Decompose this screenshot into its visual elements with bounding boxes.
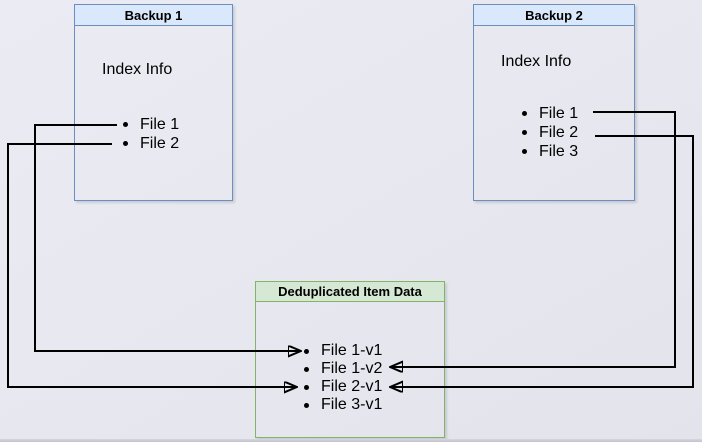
list-item: File 3-v1	[304, 396, 382, 414]
file-label: File 2-v1	[321, 378, 383, 395]
bullet-icon	[522, 149, 527, 154]
list-item: File 2	[123, 134, 179, 153]
list-item: File 1	[522, 104, 578, 123]
dedup-file-list: File 1-v1 File 1-v2 File 2-v1 File 3-v1	[304, 342, 382, 414]
file-label: File 1-v1	[321, 342, 383, 359]
backup2-box: Backup 2 Index Info File 1 File 2 File 3	[473, 4, 635, 201]
backup1-title: Backup 1	[75, 5, 232, 26]
list-item: File 2	[522, 123, 578, 142]
list-item: File 3	[522, 142, 578, 161]
bullet-icon	[304, 402, 309, 408]
backup2-title: Backup 2	[474, 5, 634, 26]
dedup-title: Deduplicated Item Data	[256, 282, 444, 302]
bullet-icon	[522, 130, 527, 135]
file-label: File 1	[539, 104, 579, 122]
deduplicated-item-data-box: Deduplicated Item Data File 1-v1 File 1-…	[255, 281, 445, 438]
window-bottom-edge	[0, 439, 702, 442]
file-label: File 1-v2	[321, 360, 383, 377]
list-item: File 1-v2	[304, 360, 382, 378]
backup2-index-info-label: Index Info	[501, 53, 572, 70]
bullet-icon	[522, 111, 527, 116]
file-label: File 2	[539, 123, 579, 141]
bullet-icon	[123, 122, 128, 127]
file-label: File 2	[140, 134, 180, 152]
backup1-file-list: File 1 File 2	[123, 115, 179, 153]
list-item: File 1	[123, 115, 179, 134]
list-item: File 1-v1	[304, 342, 382, 360]
bullet-icon	[123, 141, 128, 146]
file-label: File 1	[140, 115, 180, 133]
backup2-file-list: File 1 File 2 File 3	[522, 104, 578, 161]
bullet-icon	[304, 348, 309, 354]
bullet-icon	[304, 384, 309, 390]
backup1-index-info-label: Index Info	[102, 61, 173, 78]
backup1-box: Backup 1 Index Info File 1 File 2	[74, 4, 233, 201]
bullet-icon	[304, 366, 309, 372]
file-label: File 3	[539, 142, 579, 160]
file-label: File 3-v1	[321, 396, 383, 413]
list-item: File 2-v1	[304, 378, 382, 396]
